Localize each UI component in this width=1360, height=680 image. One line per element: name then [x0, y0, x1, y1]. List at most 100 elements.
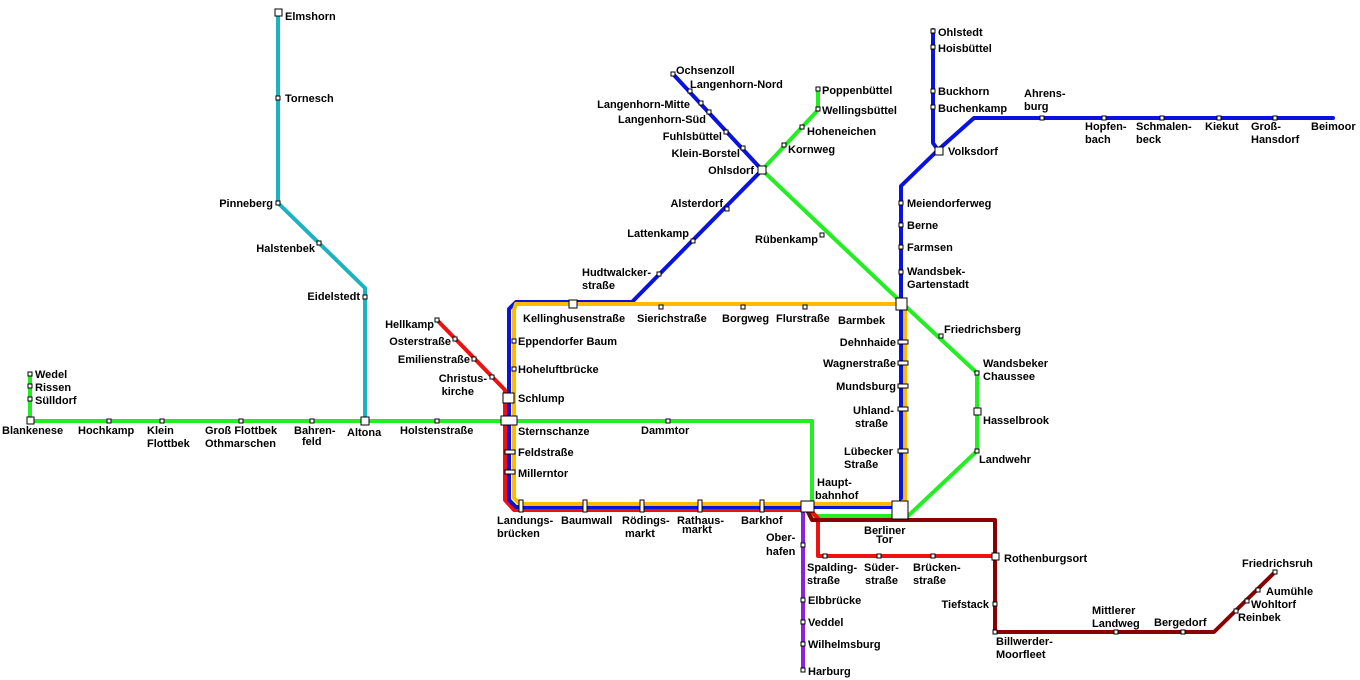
stop-eidelstedt: [362, 294, 368, 300]
stop-poppenbuettel: [815, 86, 821, 92]
label-barmbek: Barmbek: [838, 315, 886, 327]
stop-blankenese: [26, 416, 35, 425]
label-feldstrasse: Feldstraße: [518, 447, 574, 459]
stop-langenhorn-mitte: [698, 100, 704, 106]
label-mittlerer-landweg-1: Mittlerer: [1092, 605, 1136, 617]
label-dehnhaide: Dehnhaide: [840, 337, 896, 349]
stop-klein-borstel: [740, 145, 746, 151]
stop-barmbek: [895, 297, 908, 311]
label-luebecker-strasse-2: Straße: [844, 459, 878, 471]
stop-flurstrasse: [802, 304, 808, 310]
label-christuskirche-2: kirche: [442, 386, 474, 398]
label-wandsbek-gartenstadt-1: Wandsbek-: [907, 266, 966, 278]
label-borgweg: Borgweg: [722, 313, 769, 325]
stop-rothenburgsort: [991, 552, 1000, 561]
stop-suelldorf: [27, 396, 33, 402]
label-uhlandstrasse-2: straße: [855, 418, 888, 430]
stop-holstenstrasse: [434, 418, 440, 424]
stop-hudtwalckerstrasse: [656, 271, 662, 277]
label-langenhorn-mitte: Langenhorn-Mitte: [597, 99, 690, 111]
stop-ohlsdorf: [757, 165, 767, 175]
label-roedingsmarkt-2: markt: [625, 528, 655, 540]
label-oberhafen-1: Ober-: [766, 532, 796, 544]
label-farmsen: Farmsen: [907, 242, 953, 254]
stop-schmalenbeck: [1159, 115, 1165, 121]
stop-wohltorf: [1244, 598, 1250, 604]
label-schmalenbeck-2: beck: [1136, 134, 1162, 146]
stop-wilhelmsburg: [800, 641, 806, 647]
stop-meiendorferweg: [898, 200, 904, 206]
stop-harburg: [800, 667, 806, 673]
stop-christuskirche: [489, 374, 495, 380]
stop-hellkamp: [434, 317, 440, 323]
stop-friedrichsruh: [1272, 569, 1278, 575]
stop-klein-flottbek: [159, 418, 165, 424]
stop-farmsen: [898, 244, 904, 250]
stop-baumwall: [582, 499, 588, 513]
stop-wagnerstrasse: [897, 360, 909, 366]
label-dammtor: Dammtor: [641, 425, 690, 437]
label-landungsbruecken-1: Landungs-: [497, 515, 554, 527]
label-eidelstedt: Eidelstedt: [307, 291, 360, 303]
label-tornesch: Tornesch: [285, 93, 334, 105]
label-wagnerstrasse: Wagnerstraße: [823, 358, 896, 370]
label-billwerder-1: Billwerder-: [996, 636, 1053, 648]
label-friedrichsruh: Friedrichsruh: [1242, 558, 1313, 570]
label-berliner-tor-1: Berliner: [864, 525, 906, 537]
label-rissen: Rissen: [35, 382, 71, 394]
label-rathausmarkt-2: markt: [682, 524, 712, 536]
stop-veddel: [800, 619, 806, 625]
label-eppendorfer-baum: Eppendorfer Baum: [518, 336, 617, 348]
stop-alsterdorf: [724, 206, 730, 212]
label-ruebenkamp: Rübenkamp: [755, 234, 818, 246]
label-klein-flottbek-1: Klein: [147, 425, 174, 437]
label-wandsbeker-chaussee-2: Chaussee: [983, 371, 1035, 383]
line-teal: [276, 11, 367, 423]
stop-kornweg: [781, 142, 787, 148]
label-bergedorf: Bergedorf: [1154, 617, 1207, 629]
stop-feldstrasse: [504, 449, 516, 455]
label-halstenbek: Halstenbek: [256, 243, 316, 255]
label-berne: Berne: [907, 220, 938, 232]
stop-billwerder: [992, 629, 998, 635]
label-hauptbahnhof-1: Haupt-: [817, 477, 852, 489]
stop-bahrenfeld: [309, 418, 315, 424]
label-rothenburgsort: Rothenburgsort: [1004, 553, 1087, 565]
stop-lattenkamp: [690, 238, 696, 244]
label-klein-flottbek-2: Flottbek: [147, 438, 191, 450]
stop-markers: [26, 8, 1278, 673]
stop-hoheneichen: [799, 124, 805, 130]
stop-sierichstrasse: [658, 304, 664, 310]
label-hoisbuettel: Hoisbüttel: [938, 43, 992, 55]
label-brueckenstrasse-1: Brücken-: [913, 562, 961, 574]
label-holstenstrasse: Holstenstraße: [400, 425, 473, 437]
label-beimoor: Beimoor: [1311, 121, 1356, 133]
label-wandsbeker-chaussee-1: Wandsbeker: [983, 358, 1049, 370]
label-hellkamp: Hellkamp: [385, 319, 434, 331]
stop-sternschanze: [500, 415, 518, 426]
line-green-west: [28, 419, 814, 509]
stop-tiefstack: [992, 601, 998, 607]
label-aumuehle: Aumühle: [1266, 586, 1313, 598]
stop-kellinghusenstrasse: [568, 299, 578, 309]
stop-halstenbek: [316, 240, 322, 246]
stop-uhlandstrasse: [897, 406, 909, 412]
label-alsterdorf: Alsterdorf: [670, 198, 723, 210]
label-fuhlsbuettel: Fuhlsbüttel: [663, 131, 722, 143]
label-luebecker-strasse-1: Lübecker: [844, 446, 894, 458]
label-ahrensburg-1: Ahrens-: [1024, 88, 1066, 100]
stop-bergedorf: [1180, 629, 1186, 635]
label-rathausmarkt-1: Rathaus-: [677, 515, 724, 527]
stop-langenhorn-nord: [687, 88, 693, 94]
label-hudtwalckerstrasse-2: straße: [582, 280, 615, 292]
stop-altona: [360, 416, 370, 426]
label-ahrensburg-2: burg: [1024, 101, 1048, 113]
stop-hochkamp: [106, 418, 112, 424]
stop-tornesch: [275, 95, 281, 101]
stop-mittlerer-landweg: [1113, 629, 1119, 635]
label-spaldingstrasse-1: Spalding-: [807, 562, 857, 574]
stop-wedel: [27, 371, 33, 377]
label-ohlsdorf: Ohlsdorf: [708, 165, 754, 177]
stop-roedingsmarkt: [639, 499, 645, 513]
